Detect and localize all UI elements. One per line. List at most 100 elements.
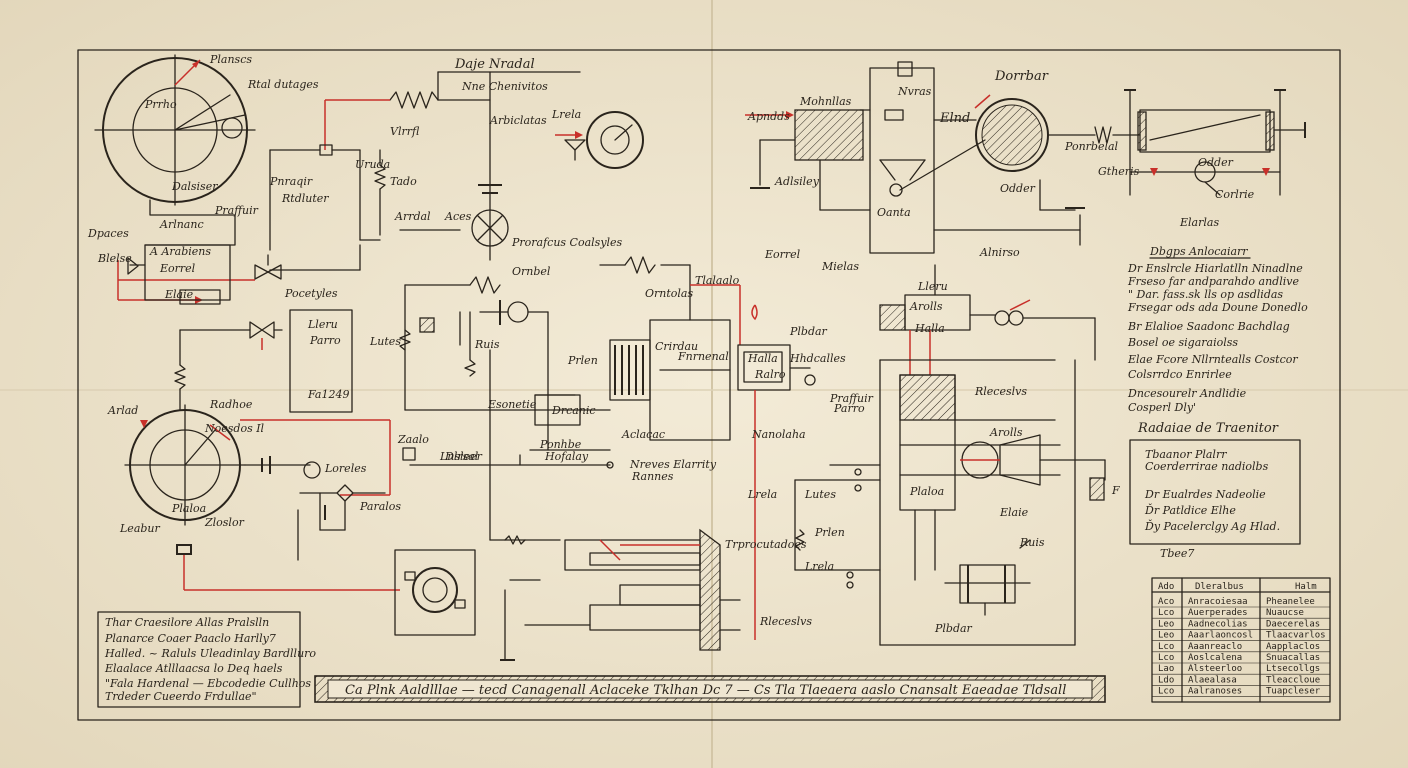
label-mielas: Mielas xyxy=(821,260,859,273)
label-alnirso: Alnirso xyxy=(979,246,1020,259)
legend-line-0: Planarce Coaer Paaclo Harlly7 xyxy=(104,632,276,645)
label-parrs-right: Praffuir xyxy=(829,392,874,405)
label-ralro: Ralro xyxy=(754,368,786,381)
notes-line-4: Frsegar ods ada Doune Donedlo xyxy=(1127,301,1308,314)
table-cell: Aaanreaclo xyxy=(1188,642,1242,652)
label-f: F xyxy=(1111,484,1120,497)
label-drcanic: Drcanic xyxy=(551,404,596,417)
center-mechanism xyxy=(399,256,731,541)
left-mid-circuit xyxy=(174,309,353,413)
table-cell: Snuacallas xyxy=(1266,653,1320,663)
label-plbdar: Plbdar xyxy=(789,325,828,338)
table-head-1: Dleralbus xyxy=(1195,582,1244,592)
notes-line-0: Dbgps Anlocaiarr xyxy=(1149,245,1248,258)
label-arbiclatas: Arbiclatas xyxy=(489,114,547,127)
label-esonetie: Esonetie xyxy=(487,398,537,411)
table-cell: Aadnecolias xyxy=(1188,619,1248,629)
right-mid-contacts xyxy=(794,464,881,589)
label-halla: Halla xyxy=(747,352,778,365)
table-cell: Lao xyxy=(1158,664,1174,674)
table-head-2: Halm xyxy=(1295,582,1317,592)
notes-line-8: Colsrrdco Enrirlee xyxy=(1128,368,1232,381)
table-cell: Lco xyxy=(1158,642,1174,652)
label-oanta: Oanta xyxy=(877,206,911,219)
generator-top xyxy=(471,209,509,247)
table-cell: Aalranoses xyxy=(1188,687,1242,697)
table-head-0: Ado xyxy=(1158,582,1174,592)
label-dalsiser: Dalsiser xyxy=(171,180,218,193)
center-red-valve xyxy=(690,284,816,640)
label-radhoe: Radhoe xyxy=(209,398,253,411)
thee-label: Tbee7 xyxy=(1160,547,1194,560)
notes-line-5: Br Elalioe Saadonc Bachdlag xyxy=(1127,320,1290,333)
top-right-chamber xyxy=(745,61,1306,254)
label-noesdos: Noesdos Il xyxy=(204,422,265,435)
table-cell: Tleaccloue xyxy=(1266,675,1320,685)
legend-bottom-left: Thar Craesilore Allas Pralslln Planarce … xyxy=(97,611,316,708)
table-cell: Aoslcalena xyxy=(1188,653,1242,663)
title-top: Daje Nradal xyxy=(454,57,535,72)
label-adlsiley: Adlsiley xyxy=(774,175,820,188)
table-cell: Lco xyxy=(1158,687,1174,697)
label-gredar: Prlen xyxy=(814,526,845,539)
table-cell: Lco xyxy=(1158,653,1174,663)
label-prrho: Prrho xyxy=(144,98,177,111)
label-nreves: Nreves Elarrity xyxy=(629,458,717,471)
label-dlrsal: Dlrsal xyxy=(444,450,479,463)
table-cell: Aapplaclos xyxy=(1266,642,1320,652)
label-lleru: Lleru xyxy=(307,318,338,331)
subtitle-top: Nne Chenivitos xyxy=(461,80,548,93)
label-aces: Aces xyxy=(444,210,472,223)
label-aclacac: Aclacac xyxy=(621,428,665,441)
label-lrela: Lrela xyxy=(551,108,581,121)
label-trprocutadoes: Trprocutadoes xyxy=(725,538,807,551)
table-cell: Aco xyxy=(1158,597,1174,607)
label-onmbel: Ornbel xyxy=(512,265,551,278)
legend-line-3: "Fala Hardenal — Ebcodedie Cullhos xyxy=(105,677,311,690)
label-rannes: Rannes xyxy=(631,470,674,483)
sheet-border xyxy=(77,49,1341,721)
table-cell: Nuaucse xyxy=(1266,608,1304,618)
gauge-top-center xyxy=(555,111,644,169)
table-cell: Tuapcleser xyxy=(1266,687,1321,697)
box-right-line4: Ďr Patldice Elhe xyxy=(1144,503,1236,517)
table-cell: Anracoiesaa xyxy=(1188,597,1248,607)
legend-line-2: Elaalace Atlllaacsa lo Deq haels xyxy=(104,662,283,675)
box-right-line1: Tbaanor Plalrr xyxy=(1145,448,1227,461)
table-cell: Daecerelas xyxy=(1266,619,1320,629)
transistor-box: Radaiae de Traenitor Tbaanor Plalrr Coer… xyxy=(1129,421,1301,545)
notes-line-7: Elae Fcore Nllrntealls Costcor xyxy=(1127,353,1298,366)
notes-line-2: Frseso far andparahdo andlive xyxy=(1127,275,1299,288)
table-cell: Tlaacvarlos xyxy=(1266,631,1326,641)
label-fnrnenal: Fnrnenal xyxy=(677,350,729,363)
label-paralos: Paralos xyxy=(359,500,401,513)
legend-line-1: Halled. ~ Raluls Uleadinlay Bardlluro xyxy=(104,647,316,660)
label-orntolas: Orntolas xyxy=(645,287,693,300)
dial-top-left xyxy=(94,54,256,246)
label-pocetyles: Pocetyles xyxy=(284,287,338,300)
label-tlalaalo: Tlalaalo xyxy=(695,274,740,287)
right-mid-assembly xyxy=(879,264,1106,646)
table-cell: Ldo xyxy=(1158,675,1174,685)
label-arlad: Arlad xyxy=(107,404,138,417)
box-right-line5: Ďy Pacelerclgy Ag Hlad. xyxy=(1144,519,1280,533)
label-ponhbe: Ponhbe xyxy=(539,438,582,451)
label-zaalo: Zaalo xyxy=(397,433,429,446)
label-rtdluter: Rtdluter xyxy=(281,192,329,205)
label-plbdar-right: Plbdar xyxy=(934,622,973,635)
table-cell: Alsteerloo xyxy=(1188,664,1242,674)
label-corlrie: Corlrie xyxy=(1215,188,1255,201)
label-hofalay: Hofalay xyxy=(544,450,589,463)
table-cell: Aaarlaoncosl xyxy=(1188,631,1253,641)
top-spring-assembly xyxy=(269,71,581,271)
label-hhdcalles: Hhdcalles xyxy=(789,352,846,365)
label-arlnanc: Arlnanc xyxy=(159,218,204,231)
label-uruda: Uruda xyxy=(355,158,390,171)
label-fturlar: Lrela xyxy=(747,488,777,501)
notes-line-9: Dncesourelr Andlidie xyxy=(1127,387,1247,400)
table-cell: Pheanelee xyxy=(1266,597,1315,607)
label-tado: Tado xyxy=(390,175,417,188)
table-cell: Leo xyxy=(1158,619,1174,629)
label-praffuir: Praffuir xyxy=(214,204,259,217)
label-lrrels: Lrela xyxy=(804,560,834,573)
